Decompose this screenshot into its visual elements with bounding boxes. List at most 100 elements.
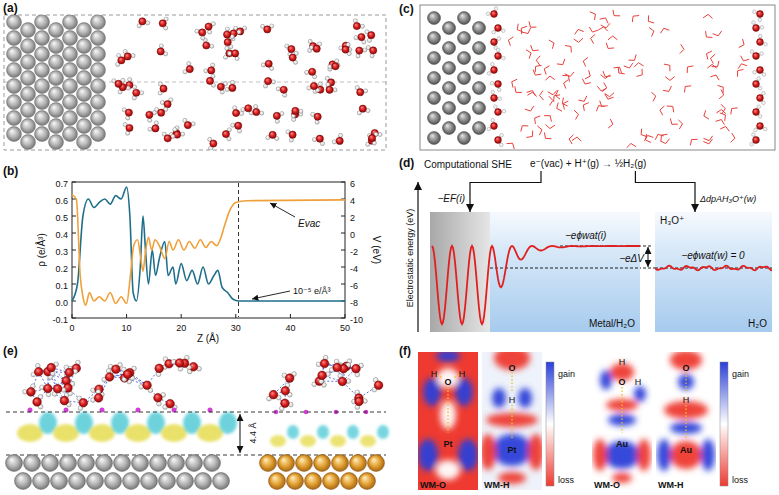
panel-c-snapshot-part: [545, 76, 549, 80]
panel-a-snapshot-part: [159, 44, 163, 48]
panel-a-snapshot-part: [21, 119, 36, 134]
panel-a-snapshot-part: [180, 132, 184, 136]
panel-f-maps-part: [656, 352, 716, 490]
panel-c-snapshot-part: [562, 75, 568, 76]
panel-c-snapshot-part: [552, 43, 554, 49]
panel-c-snapshot-part: [531, 45, 533, 51]
panel-f-maps-part: [528, 434, 542, 470]
panel-a-snapshot-part: [21, 87, 36, 102]
panel-c-snapshot-part: [758, 86, 762, 90]
panel-a-snapshot-part: [118, 57, 125, 64]
panel-a-snapshot-part: [187, 62, 191, 66]
label-box: 0.3: [55, 241, 68, 259]
tick-label: 0.5: [55, 213, 68, 223]
panel-c-snapshot-part: [757, 77, 761, 81]
panel-c-snapshot-part: [554, 94, 560, 96]
panel-e-snapshot-part: [166, 399, 175, 408]
label-box: 20: [176, 317, 186, 335]
panel-a-snapshot-part: [21, 39, 36, 54]
panel-a-snapshot-part: [326, 86, 333, 93]
panel-a-snapshot-part: [77, 23, 92, 38]
panel-c-snapshot-part: [631, 143, 636, 146]
panel-c-snapshot-part: [724, 115, 726, 121]
panel-c-snapshot-part: [539, 130, 542, 135]
annotation: 4.4 Å: [248, 422, 258, 443]
panel-c-snapshot-part: [564, 83, 566, 89]
panel-c-snapshot-part: [633, 15, 639, 17]
panel-a-snapshot-part: [363, 89, 367, 93]
label-box: 0.6: [55, 190, 68, 208]
panel-a-snapshot-part: [237, 28, 244, 35]
edge-label-box: −EF(i): [438, 188, 466, 206]
panel-c-snapshot-part: [512, 82, 513, 88]
panel-c-snapshot-part: [645, 140, 650, 142]
panel-c-snapshot-part: [443, 102, 456, 115]
panel-letter: (a): [3, 1, 18, 15]
label-box: -4: [350, 258, 358, 276]
panel-c-snapshot-part: [574, 110, 578, 114]
panel-b-plot-part: [72, 195, 345, 306]
panel-c-snapshot-part: [653, 96, 656, 101]
panel-c-snapshot-part: [753, 25, 760, 32]
panel-c-snapshot-part: [591, 38, 594, 43]
map-label: H: [431, 369, 438, 379]
tick-label: 0.1: [55, 281, 68, 291]
panel-c-snapshot-part: [428, 32, 441, 45]
panel-c-snapshot-part: [550, 100, 553, 105]
label-box: (e): [3, 341, 18, 359]
panel-a-snapshot-part: [288, 45, 295, 52]
panel-e-snapshot-part: [374, 381, 383, 390]
label-box: Evac: [298, 213, 320, 231]
panel-f-maps-part: [720, 362, 728, 486]
panel-a-snapshot-part: [35, 15, 50, 30]
panel-e-snapshot-part: [317, 425, 329, 439]
panel-a-snapshot-part: [49, 119, 64, 134]
panel-c-snapshot-part: [596, 106, 598, 112]
panel-a-snapshot-part: [265, 60, 272, 67]
panel-c-snapshot-part: [591, 34, 595, 38]
panel-d-energy-part: [638, 246, 652, 247]
panel-a-snapshot-part: [164, 101, 171, 108]
panel-c-snapshot-part: [491, 39, 498, 46]
panel-a-snapshot-part: [21, 23, 36, 38]
panel-c-snapshot-part: [608, 36, 613, 40]
panel-a-snapshot-part: [128, 77, 132, 81]
panel-f-maps-part: [453, 375, 459, 378]
panel-a-snapshot-part: [154, 121, 158, 125]
panel-c-snapshot-part: [527, 92, 532, 95]
panel-c-snapshot-part: [585, 76, 590, 79]
annotation: 10⁻⁵ e/Å³: [293, 286, 331, 296]
water-region: H₃O⁺H₂O: [655, 212, 772, 332]
panel-e-snapshot-part: [296, 455, 313, 472]
panel-b-plot-part: [341, 267, 345, 268]
panel-d-energy: [418, 182, 657, 332]
map-label: H: [635, 377, 642, 387]
panel-a-snapshot-part: [370, 54, 374, 58]
panel-f-maps-part: [436, 352, 460, 362]
panel-e-snapshot-part: [123, 370, 132, 379]
panel-c-snapshot-part: [498, 97, 502, 101]
panel-b-plot: [72, 182, 345, 318]
panel-a-snapshot-part: [363, 48, 367, 52]
tick-label: 50: [340, 323, 350, 333]
panel-f-maps-part: [634, 386, 646, 402]
label-box: (d): [399, 153, 414, 171]
panel-c-snapshot-part: [757, 11, 764, 18]
tick-label: -4: [350, 264, 358, 274]
panel-e-snapshot-part: [352, 364, 361, 373]
panel-c-snapshot-part: [619, 72, 625, 74]
panel-a-snapshot-part: [264, 26, 271, 33]
label-box: WM-H: [484, 474, 510, 492]
annotation: −eϕwat(w) = 0: [681, 250, 744, 261]
panel-e-snapshot-part: [79, 398, 88, 407]
map-label: H: [683, 395, 690, 405]
panel-b-plot-part: [72, 314, 73, 318]
panel-b-plot-part: [341, 182, 345, 183]
panel-c-snapshot-part: [536, 60, 539, 65]
tick-label: 0.6: [55, 196, 68, 206]
label-box: gain: [558, 363, 575, 381]
panel-e-snapshot-part: [44, 384, 53, 393]
panel-c-snapshot-part: [757, 67, 764, 74]
panel-c-snapshot-part: [705, 31, 707, 37]
panel-c-snapshot-part: [719, 95, 724, 99]
